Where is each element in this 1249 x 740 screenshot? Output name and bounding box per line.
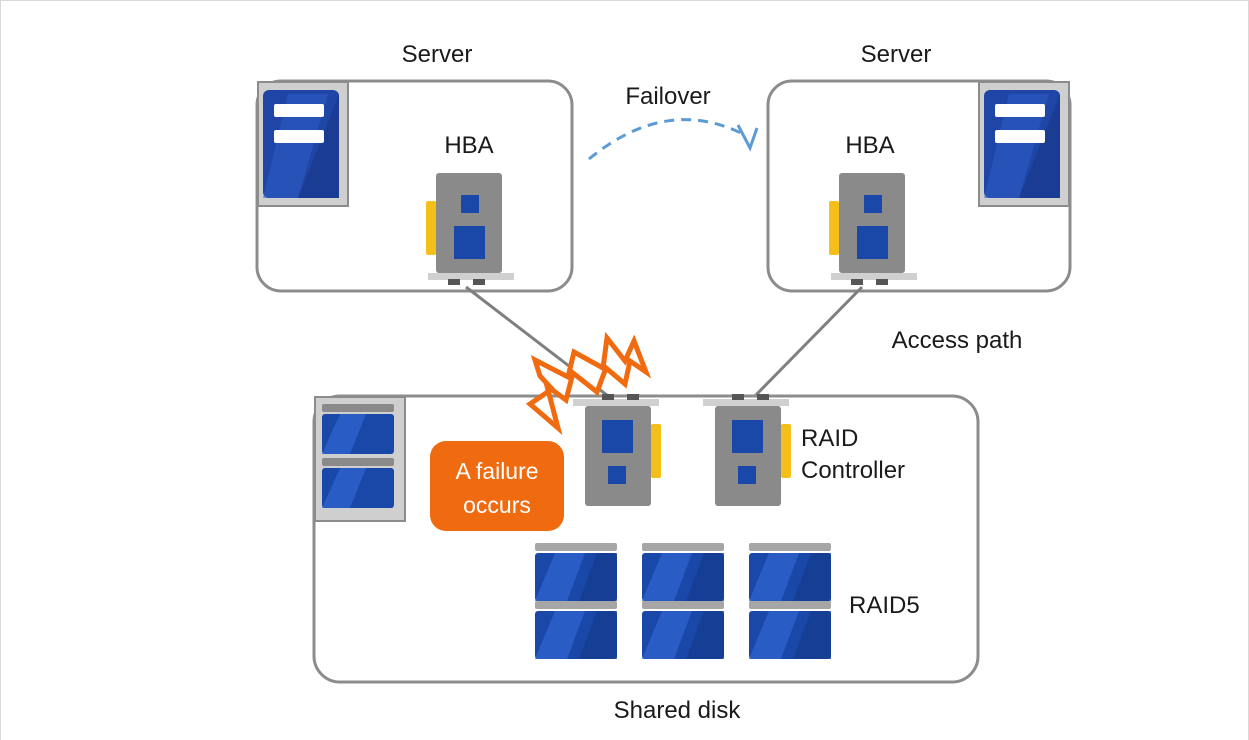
server-icon bbox=[978, 81, 1070, 207]
raid-controller-right-icon bbox=[703, 394, 791, 506]
failure-callout bbox=[430, 441, 564, 531]
server-icon bbox=[257, 81, 349, 207]
server-left-label: Server bbox=[402, 41, 473, 68]
hba-right-label: HBA bbox=[845, 132, 894, 159]
failure-label-line2: occurs bbox=[463, 492, 531, 518]
lightning-icon bbox=[525, 331, 652, 436]
failover-label: Failover bbox=[625, 83, 710, 110]
raid5-disk-array bbox=[535, 543, 831, 659]
disk-enclosure-icon bbox=[314, 396, 406, 522]
server-right-label: Server bbox=[861, 41, 932, 68]
raid-controller-label-line1: RAID bbox=[801, 425, 858, 452]
hba-card-icon bbox=[426, 173, 514, 285]
hba-card-icon bbox=[829, 173, 917, 285]
failover-arrowhead bbox=[736, 124, 759, 152]
shared-disk-label: Shared disk bbox=[614, 697, 742, 724]
access-path-label: Access path bbox=[892, 327, 1023, 354]
failover-arrow bbox=[588, 118, 746, 161]
raid-controller-left-icon bbox=[573, 394, 661, 506]
raid5-label: RAID5 bbox=[849, 592, 920, 619]
failure-label-line1: A failure bbox=[455, 458, 538, 484]
raid-controller-label-line2: Controller bbox=[801, 457, 905, 484]
access-path-right bbox=[750, 285, 864, 401]
hba-left-label: HBA bbox=[444, 132, 493, 159]
